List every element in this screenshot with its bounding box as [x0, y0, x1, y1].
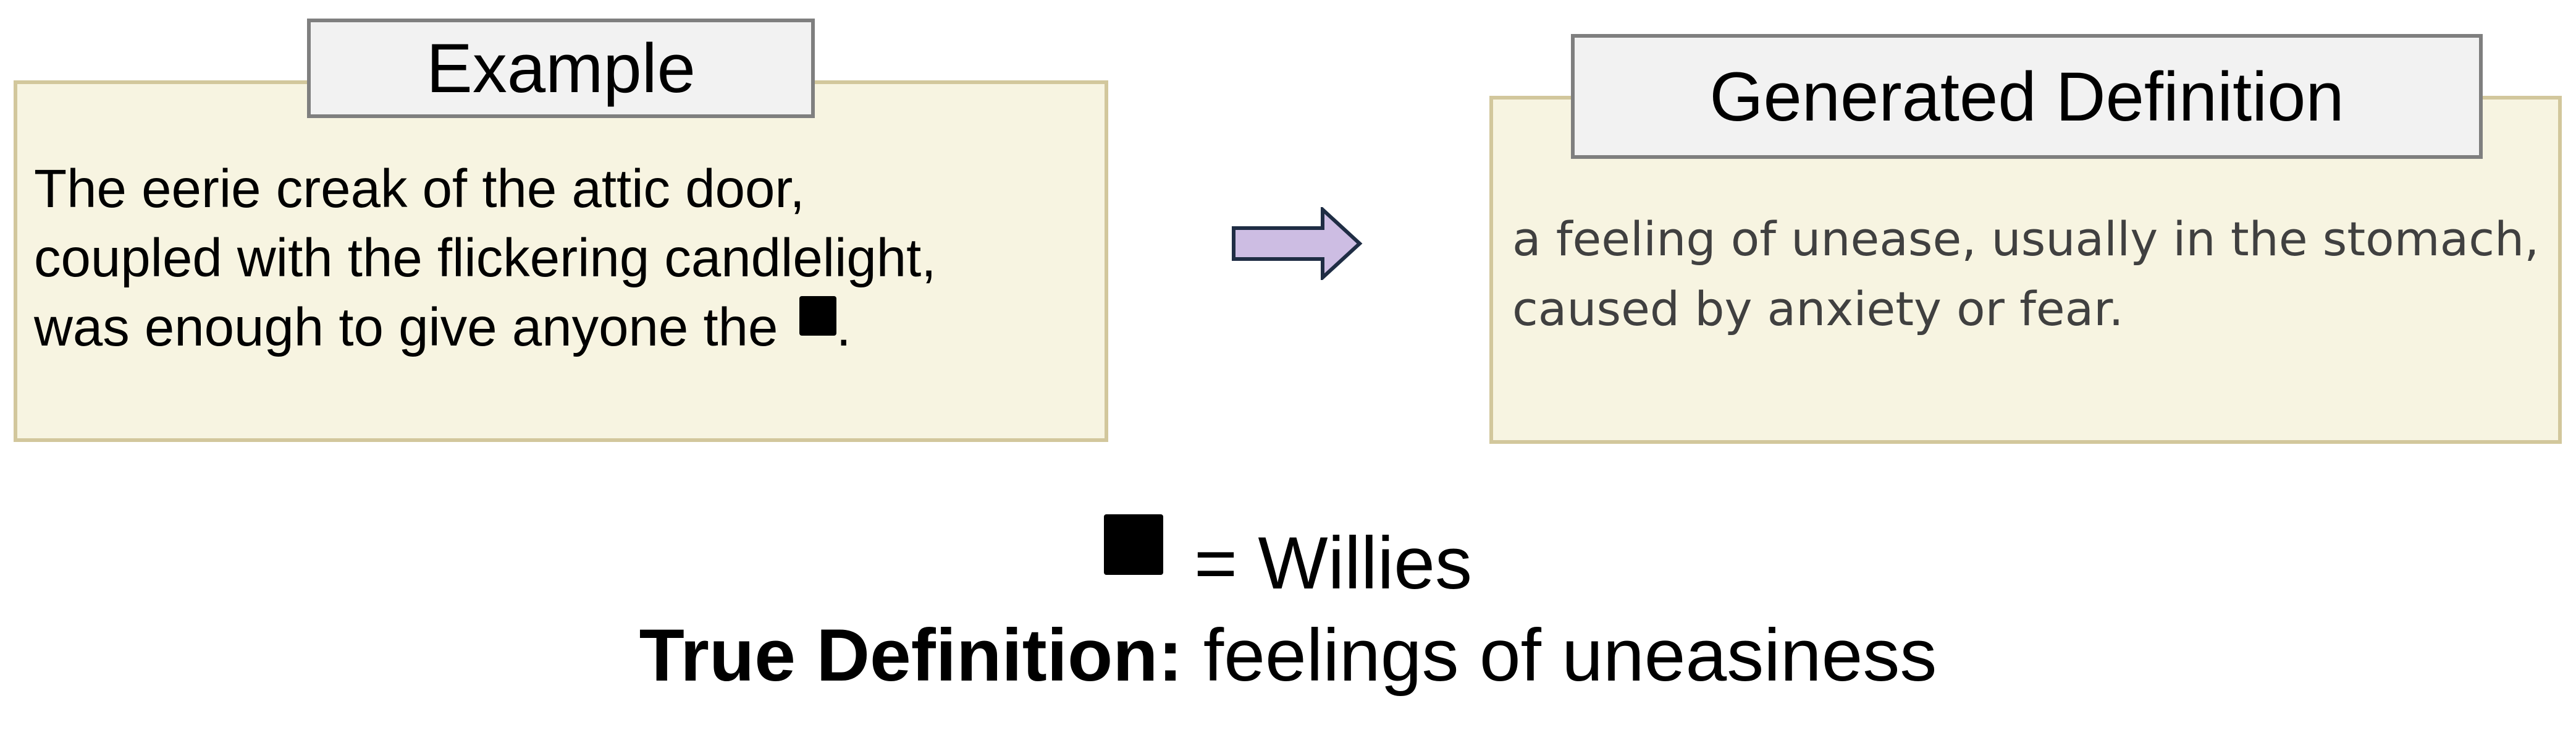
masked-word-legend: = Willies — [0, 514, 2576, 609]
black-square-icon — [1103, 514, 1163, 575]
true-definition: True Definition: feelings of uneasiness — [0, 609, 2576, 702]
true-definition-label: True Definition: — [639, 614, 1183, 697]
example-line-1: The eerie creak of the attic door, — [34, 159, 805, 219]
generated-definition-text: a feeling of unease, usually in the stom… — [1512, 204, 2550, 344]
masked-word-answer: = Willies — [1193, 522, 1473, 605]
example-line-3-text: was enough to give anyone the — [34, 297, 778, 357]
example-line-3: was enough to give anyone the . — [34, 293, 1084, 362]
definition-line-1: a feeling of unease, usually in the stom… — [1512, 211, 2540, 266]
masked-word-icon — [799, 296, 836, 336]
generated-definition-title: Generated Definition — [1571, 34, 2483, 159]
right-arrow-icon — [1232, 207, 1363, 280]
example-line-2: coupled with the flickering candlelight, — [34, 228, 937, 288]
example-panel — [14, 80, 1108, 442]
definition-line-2: caused by anxiety or fear. — [1512, 281, 2124, 336]
true-definition-text: feelings of uneasiness — [1203, 614, 1937, 697]
example-line-3-end: . — [836, 297, 851, 357]
right-arrow-shape — [1232, 207, 1363, 280]
example-title: Example — [307, 19, 815, 118]
example-sentence: The eerie creak of the attic door, coupl… — [34, 155, 1084, 362]
